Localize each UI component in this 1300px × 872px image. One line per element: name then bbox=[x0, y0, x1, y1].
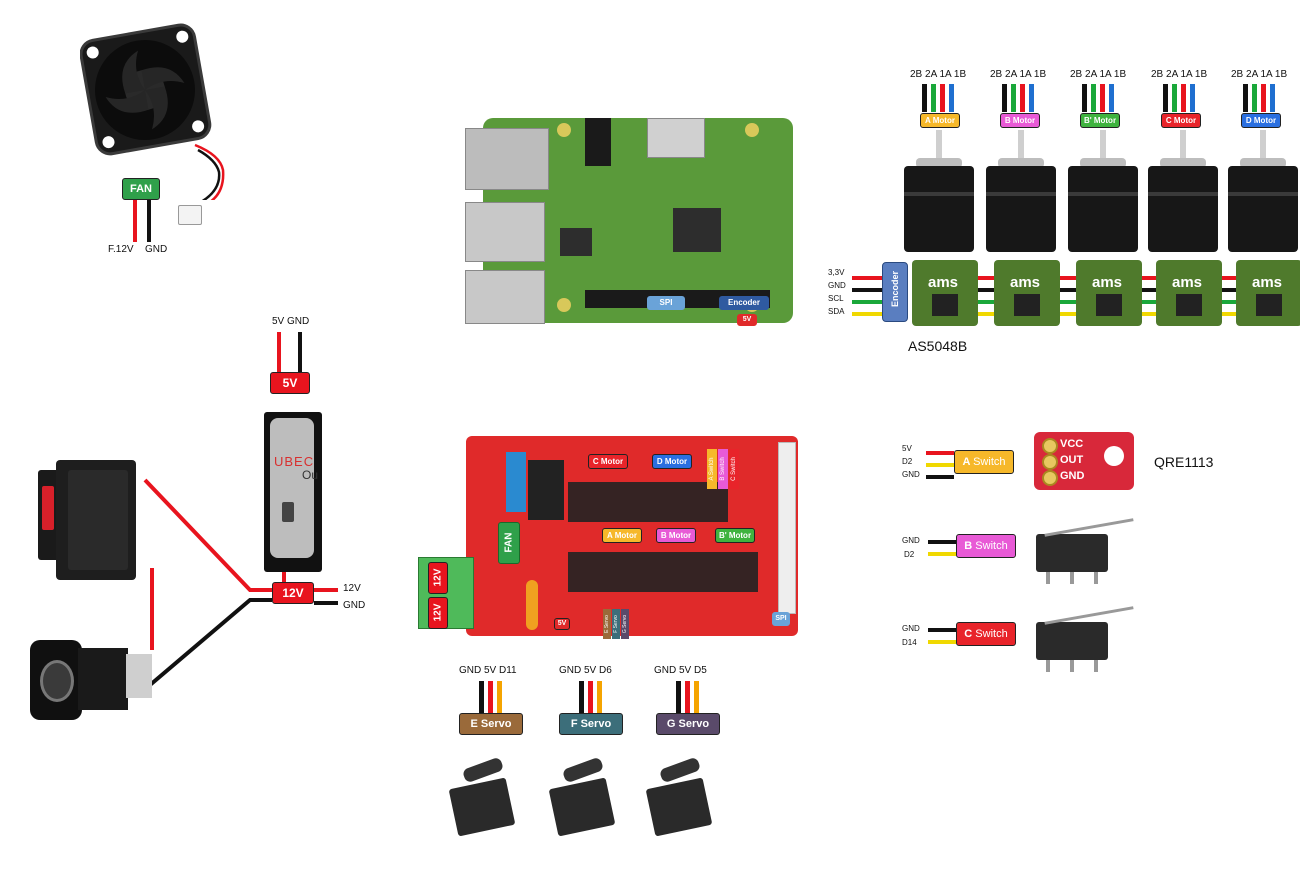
switch-b: GND D2 B Switch bbox=[900, 510, 1150, 590]
ubec-label: UBEC bbox=[274, 454, 315, 469]
fan-icon bbox=[80, 23, 225, 200]
ramps-tag-c-motor: C Motor bbox=[588, 454, 628, 469]
ramps-tag-d-motor: D Motor bbox=[652, 454, 692, 469]
ramps-12v-tag-2: 12V bbox=[428, 597, 448, 629]
fan-wire-red bbox=[133, 200, 137, 242]
switch-c-tag: C Switch bbox=[956, 622, 1016, 646]
ramps-servo-tags: E Servo F Servo G Servo bbox=[602, 609, 632, 640]
motor-tag-d: D Motor bbox=[1241, 113, 1281, 128]
servo-e-tag: E Servo bbox=[459, 713, 523, 735]
encoder-caption: AS5048B bbox=[908, 338, 968, 354]
servo-icon bbox=[642, 755, 722, 845]
motor-wires-label-d: 2B 2A 1A 1B bbox=[1231, 69, 1288, 80]
ubec-module: UBEC Ou bbox=[264, 412, 322, 572]
stepper-motor-icon bbox=[1228, 130, 1298, 252]
ramps-12v-tag-1: 12V bbox=[428, 562, 448, 594]
encoder-tag: Encoder bbox=[882, 262, 908, 322]
ramps-tag-b2-motor: B' Motor bbox=[715, 528, 755, 543]
ramps-tag-a-motor: A Motor bbox=[602, 528, 642, 543]
power-wires bbox=[143, 478, 272, 687]
ubec-wire-red bbox=[277, 332, 281, 374]
tag-12v: 12V bbox=[272, 582, 314, 604]
pi-spi-tag: SPI bbox=[647, 296, 685, 310]
qre1113-board: VCC OUT GND bbox=[1034, 432, 1134, 490]
pi-encoder-tag: Encoder bbox=[719, 296, 769, 310]
servo-f: GND 5V D6 F Servo bbox=[548, 665, 635, 865]
pi-5v-tag: 5V bbox=[737, 314, 757, 326]
out-label-12v: 12V bbox=[343, 583, 361, 594]
servo-g: GND 5V D5 G Servo bbox=[645, 665, 732, 865]
ubec-label-2: Ou bbox=[302, 468, 319, 482]
out-label-gnd: GND bbox=[343, 600, 366, 611]
ramps-5v-tag: 5V bbox=[554, 618, 570, 630]
rocker-switch bbox=[38, 460, 138, 580]
out-wire-red bbox=[314, 588, 338, 592]
encoder-board: ams bbox=[1076, 260, 1142, 326]
qre-caption: QRE1113 bbox=[1154, 454, 1214, 470]
ubec-top-pins: 5V GND bbox=[272, 316, 310, 327]
microswitch-icon bbox=[1036, 606, 1146, 676]
fan-tag: FAN bbox=[122, 178, 160, 200]
bus-label-33v: 3,3V bbox=[828, 268, 845, 277]
dc-jack bbox=[30, 640, 152, 730]
motor-wires-label-a: 2B 2A 1A 1B bbox=[910, 69, 967, 80]
encoder-board: ams bbox=[912, 260, 978, 326]
microswitch-icon bbox=[1036, 518, 1146, 588]
encoder-board: ams bbox=[1156, 260, 1222, 326]
power-section: 5V GND 5V UBEC Ou 12V 12V GND bbox=[0, 300, 400, 720]
servo-g-tag: G Servo bbox=[656, 713, 720, 735]
encoder-board: ams bbox=[1236, 260, 1300, 326]
ubec-wire-out bbox=[282, 572, 286, 584]
motor-tag-a: A Motor bbox=[920, 113, 960, 128]
bus-label-scl: SCL bbox=[828, 294, 844, 303]
stepper-motor-icon bbox=[1068, 130, 1138, 252]
encoder-board: ams bbox=[994, 260, 1060, 326]
motor-tag-b: B Motor bbox=[1000, 113, 1040, 128]
fan-pin-gnd: GND bbox=[145, 244, 168, 255]
servo-e: GND 5V D11 E Servo bbox=[448, 665, 535, 865]
switch-b-tag: B Switch bbox=[956, 534, 1016, 558]
ramps-fan-tag: FAN bbox=[498, 522, 520, 564]
ramps-tag-b-motor: B Motor bbox=[656, 528, 696, 543]
fan-connector bbox=[178, 205, 202, 225]
ramps-switch-tags: A Switch B Switch C Switch bbox=[704, 449, 740, 494]
ubec-wire-black bbox=[298, 332, 302, 374]
fan-pin-12v: F.12V bbox=[108, 244, 134, 255]
out-wire-black bbox=[314, 601, 338, 605]
motor-section: 2B 2A 1A 1B 2B 2A 1A 1B 2B 2A 1A 1B 2B 2… bbox=[820, 60, 1300, 370]
servo-f-tag: F Servo bbox=[559, 713, 623, 735]
stepper-motor-icon bbox=[986, 130, 1056, 252]
motor-wires-label-b2: 2B 2A 1A 1B bbox=[1070, 69, 1127, 80]
bus-label-sda: SDA bbox=[828, 307, 845, 316]
servo-icon bbox=[445, 755, 525, 845]
servo-icon bbox=[545, 755, 625, 845]
fan-module: FAN F.12V GND bbox=[80, 20, 230, 260]
stepper-motor-icon bbox=[904, 130, 974, 252]
motor-tag-b2: B' Motor bbox=[1080, 113, 1120, 128]
fan-wire-black bbox=[147, 200, 151, 242]
switch-a: 5V D2 GND A Switch VCC OUT GND QRE1113 bbox=[900, 432, 1230, 500]
ramps-board: C Motor D Motor A Motor B Motor B' Motor… bbox=[418, 432, 800, 640]
switch-c: GND D14 C Switch bbox=[900, 600, 1150, 680]
raspberry-pi-board: SPI Encoder 5V bbox=[465, 118, 795, 326]
stepper-motor-icon bbox=[1148, 130, 1218, 252]
motor-tag-c: C Motor bbox=[1161, 113, 1201, 128]
switch-a-tag: A Switch bbox=[954, 450, 1014, 474]
ramps-spi-tag: SPI bbox=[772, 612, 790, 626]
tag-5v: 5V bbox=[270, 372, 310, 394]
bus-label-gnd: GND bbox=[828, 281, 846, 290]
motor-wires-label-b: 2B 2A 1A 1B bbox=[990, 69, 1047, 80]
motor-wires-label-c: 2B 2A 1A 1B bbox=[1151, 69, 1208, 80]
